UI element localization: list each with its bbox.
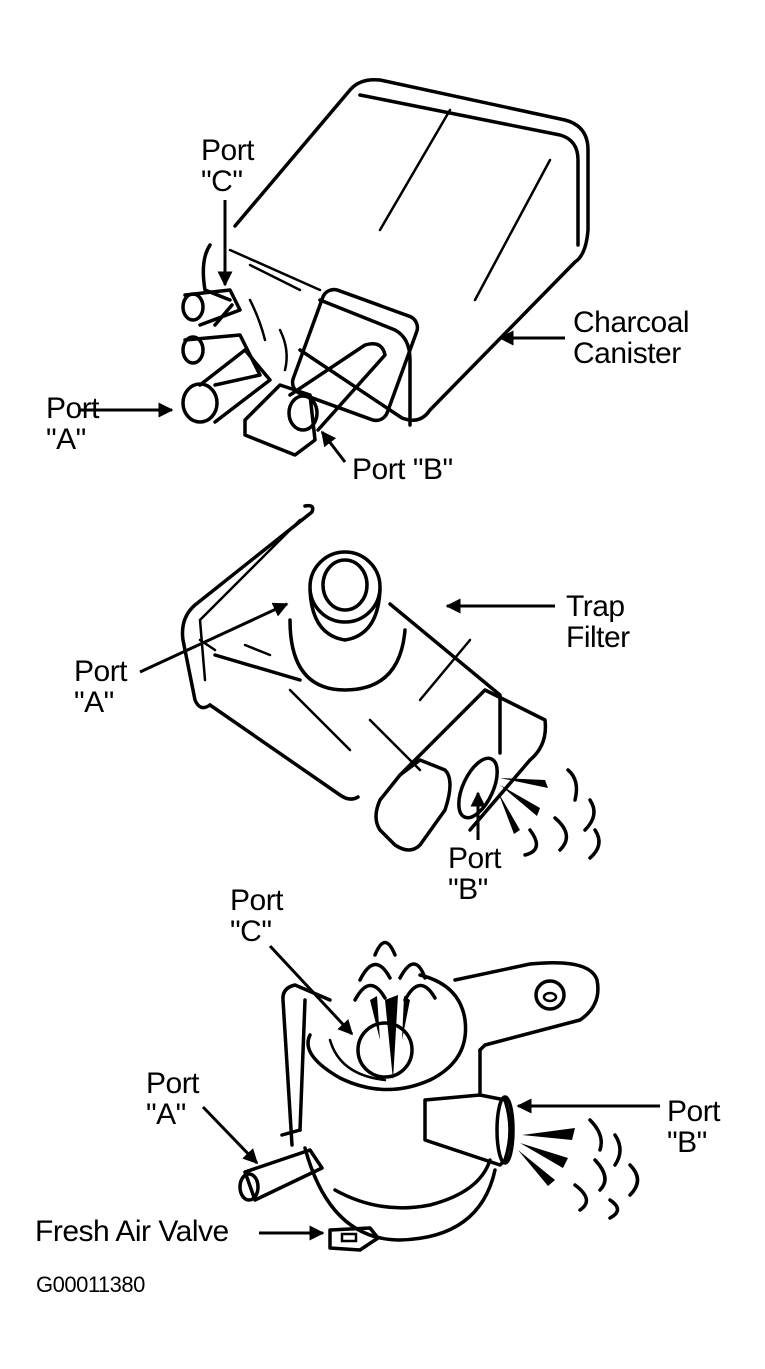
fresh-air-valve-drawing bbox=[238, 940, 640, 1252]
trap-filter-port-a-label: Port "A" bbox=[74, 655, 128, 719]
trap-filter-drawing bbox=[180, 503, 601, 860]
charcoal-canister-label: Charcoal Canister bbox=[573, 306, 690, 370]
trap-filter-label: Trap Filter bbox=[566, 590, 630, 654]
valve-port-a-label: Port "A" bbox=[146, 1067, 200, 1131]
figure-id-code: G00011380 bbox=[36, 1272, 145, 1297]
port-a-leader-arrow bbox=[201, 1105, 259, 1165]
valve-port-c-label: Port "C" bbox=[230, 884, 284, 948]
charcoal-canister-leaders bbox=[80, 200, 565, 463]
port-c-leader-arrow bbox=[268, 944, 354, 1036]
charcoal-canister-drawing bbox=[181, 77, 590, 457]
port-a-leader-arrow bbox=[139, 602, 289, 674]
port-b-leader-arrow bbox=[320, 430, 347, 463]
fresh-air-valve-leaders bbox=[201, 944, 660, 1241]
valve-port-b-label: Port "B" bbox=[667, 1095, 721, 1159]
fresh-air-valve-label: Fresh Air Valve bbox=[35, 1215, 229, 1248]
canister-port-c-label: Port "C" bbox=[201, 134, 255, 198]
canister-port-a-label: Port "A" bbox=[46, 392, 100, 456]
canister-port-b-label: Port "B" bbox=[352, 453, 453, 486]
trap-filter-port-b-label: Port "B" bbox=[448, 842, 502, 906]
trap-filter-leaders bbox=[139, 598, 555, 840]
